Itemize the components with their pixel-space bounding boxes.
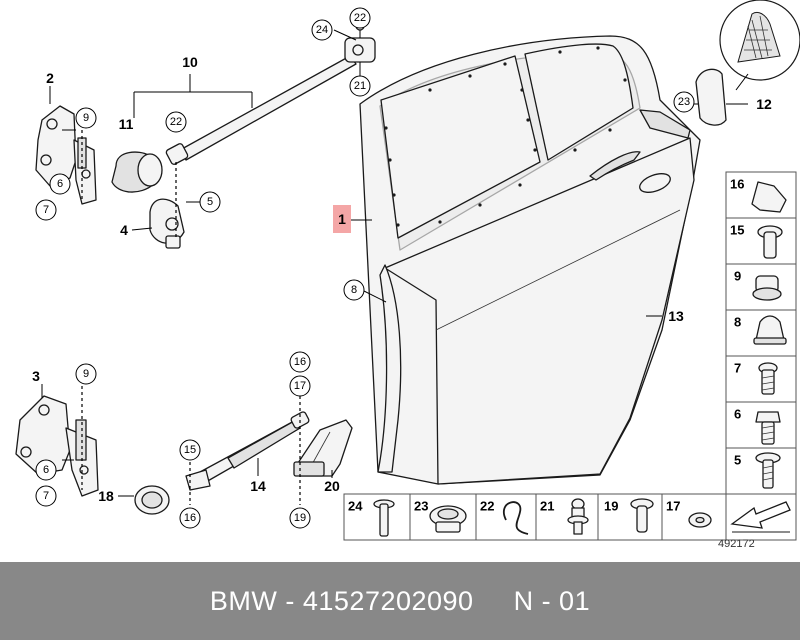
- bottom-label-23: 23: [414, 499, 428, 514]
- callout-7-upper: 7: [43, 204, 49, 216]
- ring-part: [134, 485, 170, 515]
- side-label-16: 16: [730, 177, 744, 192]
- side-label-15: 15: [730, 223, 744, 238]
- callout-9-upper: 9: [83, 112, 89, 124]
- clip-nut-part: [753, 315, 787, 345]
- bolt-part-19: [630, 498, 654, 533]
- callout-6-upper: 6: [57, 178, 63, 190]
- callout-5: 5: [207, 196, 213, 208]
- bottom-label-21: 21: [540, 499, 554, 514]
- callout-22-mid: 22: [170, 116, 182, 128]
- callout-3: 3: [32, 368, 40, 384]
- grommet-part: [111, 151, 163, 193]
- screw-part-7: [758, 362, 778, 395]
- callout-13: 13: [668, 308, 684, 324]
- bottom-label-24: 24: [348, 499, 363, 514]
- diagram-number: 492172: [718, 538, 755, 550]
- bottom-label-22: 22: [480, 499, 494, 514]
- callout-23-right: 23: [678, 96, 690, 108]
- callout-21-top: 21: [354, 80, 366, 92]
- callout-17-mid: 17: [294, 380, 306, 392]
- callout-8: 8: [351, 284, 357, 296]
- callout-10: 10: [182, 54, 198, 70]
- side-label-9: 9: [734, 269, 741, 284]
- gas-strut: [185, 411, 310, 491]
- screw-part-6: [755, 411, 781, 445]
- bottom-label-17: 17: [666, 499, 680, 514]
- bolt-part-24: [373, 499, 395, 537]
- callout-14: 14: [250, 478, 266, 494]
- callout-9-lower: 9: [83, 368, 89, 380]
- circled-callouts: [35, 7, 695, 529]
- wire-clip-part: [503, 501, 529, 535]
- callout-1: 1: [338, 211, 346, 227]
- callout-20: 20: [324, 478, 340, 494]
- spring-clip-part: [751, 181, 787, 213]
- bracket-part-4: [149, 198, 185, 249]
- callout-7-lower: 7: [43, 490, 49, 502]
- side-label-6: 6: [734, 407, 741, 422]
- callout-22-top: 22: [354, 12, 366, 24]
- callout-18: 18: [98, 488, 114, 504]
- rivet-part: [757, 225, 783, 259]
- callout-2: 2: [46, 70, 54, 86]
- direction-arrow-icon: [730, 501, 791, 529]
- door-check-rod: [165, 21, 376, 165]
- side-label-8: 8: [734, 315, 741, 330]
- washer-part: [688, 512, 712, 528]
- footer-bar: BMW - 41527202090 N - 01: [0, 562, 800, 640]
- upper-hinge: [35, 105, 97, 205]
- grommet-part-23: [429, 505, 467, 533]
- side-label-7: 7: [734, 361, 741, 376]
- callout-6-lower: 6: [43, 464, 49, 476]
- callout-16-low: 16: [184, 512, 196, 524]
- callout-16-mid: 16: [294, 356, 306, 368]
- handle-cover-part: [695, 68, 727, 126]
- callout-4: 4: [120, 222, 128, 238]
- callout-24-top: 24: [316, 24, 328, 36]
- callout-19: 19: [294, 512, 306, 524]
- callout-11: 11: [119, 116, 134, 132]
- footer-part-number: BMW - 41527202090 N - 01: [209, 585, 591, 616]
- callout-15: 15: [184, 444, 196, 456]
- rear-door-frame: [359, 35, 701, 485]
- side-parts-column: [725, 171, 797, 495]
- detail-callout-bubble: [719, 0, 800, 91]
- cap-nut-part: [752, 275, 782, 301]
- exploded-parts-diagram: 1 24 22 21 22 9 6 7 5 23 8 9 6 7 16 17 1…: [15, 0, 800, 541]
- callout-12: 12: [756, 96, 772, 112]
- bracket-part-20: [293, 419, 353, 477]
- side-label-5: 5: [734, 453, 741, 468]
- lower-hinge: [15, 395, 99, 497]
- bottom-parts-row: [343, 493, 797, 541]
- screw-part-5: [755, 452, 781, 489]
- bottom-label-19: 19: [604, 499, 618, 514]
- stud-part-21: [567, 498, 589, 535]
- highlight-callout-box: [333, 205, 351, 233]
